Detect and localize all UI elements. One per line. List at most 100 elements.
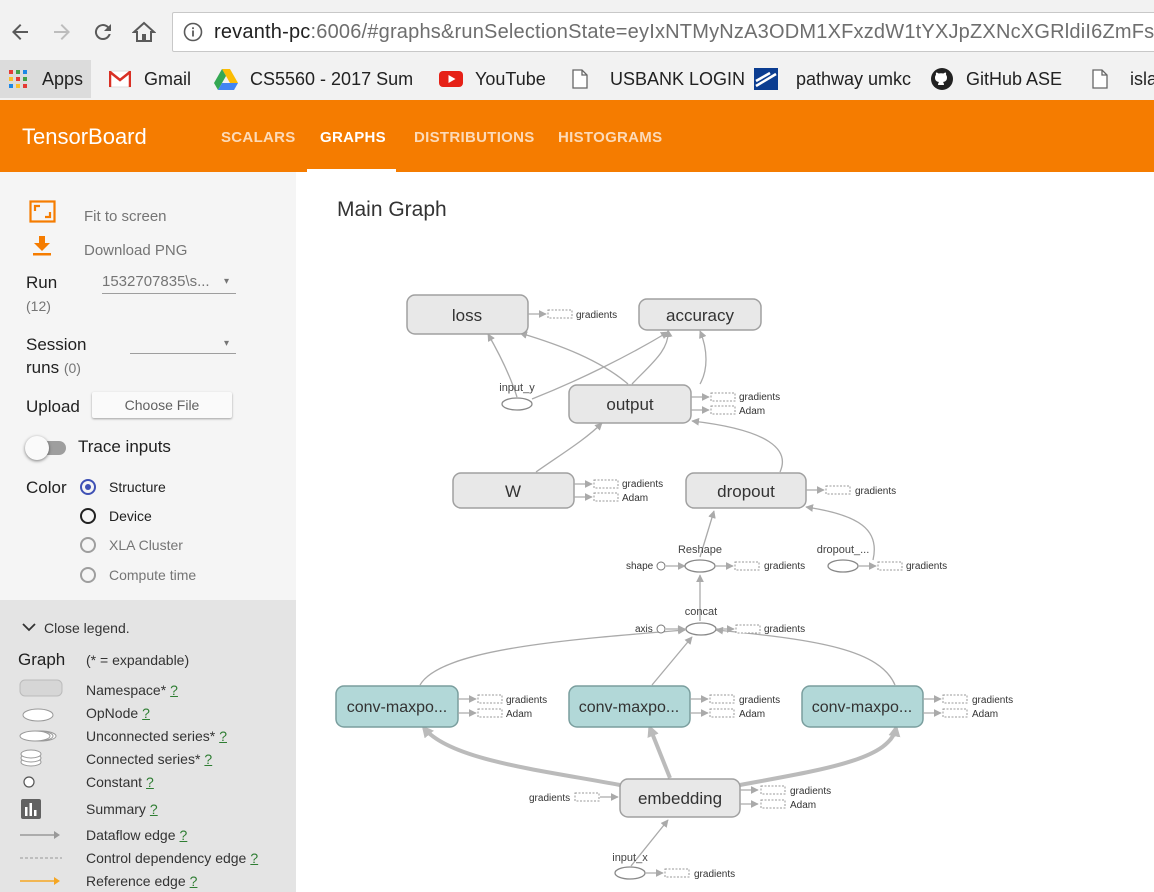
- bookmark-label: islab: [1130, 68, 1154, 89]
- node-conv3-box[interactable]: [801, 685, 924, 728]
- legend-item-connected-series: Connected series*?: [86, 751, 212, 767]
- help-link[interactable]: ?: [179, 827, 188, 843]
- tab-scalars[interactable]: SCALARS: [221, 129, 296, 146]
- back-button[interactable]: [6, 18, 34, 46]
- node-output-label: output: [606, 395, 654, 414]
- node-embedding[interactable]: embedding: [619, 778, 741, 818]
- node-accuracy[interactable]: accuracy: [638, 298, 762, 331]
- help-link[interactable]: ?: [189, 873, 198, 889]
- const-axis[interactable]: axis: [635, 624, 666, 635]
- color-option-xla-cluster[interactable]: XLA Cluster: [109, 537, 183, 553]
- op-reshape[interactable]: Reshape: [678, 544, 722, 573]
- help-link[interactable]: ?: [204, 751, 213, 767]
- color-option-compute-time[interactable]: Compute time: [109, 567, 197, 583]
- node-conv-maxpool-2[interactable]: conv-maxpo...: [568, 685, 691, 728]
- tab-histograms[interactable]: HISTOGRAMS: [558, 129, 663, 146]
- node-dropout-label: dropout: [717, 482, 775, 501]
- node-conv-maxpool-1[interactable]: conv-maxpo...: [335, 685, 459, 728]
- node-w-box[interactable]: [452, 472, 575, 509]
- chevron-down-icon[interactable]: ▾: [224, 338, 230, 349]
- legend-item-namespace: Namespace*?: [86, 682, 178, 698]
- node-embedding-box[interactable]: [619, 778, 741, 818]
- op-dropout-keep[interactable]: dropout_...: [817, 544, 870, 573]
- bookmark-github[interactable]: GitHub ASE: [930, 60, 1062, 98]
- node-w[interactable]: W: [452, 472, 575, 509]
- edge-output-accuracy-2: [699, 330, 707, 385]
- op-input-y-shape[interactable]: [501, 397, 533, 411]
- toggle-knob[interactable]: [25, 436, 49, 460]
- legend-item-summary: Summary?: [86, 801, 158, 817]
- aux-label: gradients: [529, 793, 570, 804]
- help-link[interactable]: ?: [250, 850, 259, 866]
- op-reshape-shape[interactable]: [684, 559, 716, 573]
- fit-screen-icon[interactable]: [29, 200, 57, 224]
- bookmark-cs5560[interactable]: CS5560 - 2017 Summ: [214, 60, 414, 98]
- node-conv1-label: conv-maxpo...: [347, 699, 447, 716]
- help-link[interactable]: ?: [170, 682, 178, 698]
- help-link[interactable]: ?: [146, 774, 154, 790]
- download-icon[interactable]: [32, 235, 52, 257]
- node-output-box[interactable]: [568, 384, 692, 424]
- legend-label: Control dependency edge: [86, 850, 247, 866]
- op-input-x-label: input_x: [612, 852, 648, 864]
- app-title: TensorBoard: [22, 124, 147, 149]
- op-input-y[interactable]: input_y: [499, 382, 535, 411]
- address-bar[interactable]: revanth-pc:6006/#graphs&runSelectionStat…: [172, 12, 1154, 52]
- radio-device[interactable]: [80, 508, 96, 524]
- node-output[interactable]: output: [568, 384, 692, 424]
- run-select[interactable]: 1532707835\s...: [102, 273, 210, 290]
- op-dropout-keep-shape[interactable]: [827, 559, 859, 573]
- bookmark-label: CS5560 - 2017 Summ: [250, 68, 414, 89]
- color-option-structure[interactable]: Structure: [109, 479, 166, 495]
- node-accuracy-box[interactable]: [638, 298, 762, 331]
- const-axis-dot[interactable]: [656, 624, 666, 634]
- session-select[interactable]: [130, 353, 236, 354]
- node-dropout[interactable]: dropout: [685, 472, 807, 509]
- tab-graphs[interactable]: GRAPHS: [320, 129, 386, 146]
- radio-structure[interactable]: [80, 479, 96, 495]
- help-link[interactable]: ?: [149, 801, 158, 817]
- bookmark-islab[interactable]: islab: [1088, 60, 1154, 98]
- choose-file-button[interactable]: Choose File: [92, 392, 232, 418]
- radio-xla-cluster[interactable]: [80, 537, 96, 553]
- url-text: revanth-pc:6006/#graphs&runSelectionStat…: [214, 21, 1154, 44]
- upload-label: Upload: [26, 397, 80, 416]
- const-shape[interactable]: shape: [626, 561, 666, 572]
- radio-compute-time[interactable]: [80, 567, 96, 583]
- chevron-down-icon[interactable]: [22, 622, 36, 632]
- bookmark-pathway[interactable]: pathway umkc: [754, 60, 911, 98]
- tab-distributions[interactable]: DISTRIBUTIONS: [414, 129, 535, 146]
- page-icon: [568, 67, 592, 91]
- help-link[interactable]: ?: [142, 705, 150, 721]
- op-input-x-shape[interactable]: [614, 866, 646, 880]
- op-concat-shape[interactable]: [685, 622, 717, 636]
- op-input-x[interactable]: input_x: [612, 852, 648, 880]
- op-reshape-label: Reshape: [678, 544, 722, 556]
- node-conv-maxpool-3[interactable]: conv-maxpo...: [801, 685, 924, 728]
- node-conv1-box[interactable]: [335, 685, 459, 728]
- close-legend-button[interactable]: Close legend.: [44, 620, 130, 636]
- download-png-button[interactable]: Download PNG: [84, 242, 188, 259]
- session-runs-label: runs (0): [26, 358, 81, 378]
- node-embedding-label: embedding: [638, 789, 722, 808]
- graph-canvas[interactable]: loss accuracy output W dropout conv-maxp…: [296, 172, 1154, 892]
- graph-edges: [419, 329, 901, 867]
- reload-button[interactable]: [89, 18, 117, 46]
- aux-label: Adam: [739, 406, 765, 417]
- bookmark-gmail[interactable]: Gmail: [108, 60, 191, 98]
- forward-button[interactable]: [48, 18, 76, 46]
- bookmark-apps[interactable]: Apps: [0, 60, 92, 98]
- arrow-right-icon: [54, 24, 70, 40]
- node-conv2-box[interactable]: [568, 685, 691, 728]
- fit-to-screen-button[interactable]: Fit to screen: [84, 208, 167, 225]
- session-count: (0): [63, 360, 81, 376]
- const-shape-dot[interactable]: [656, 561, 666, 571]
- umkc-logo-icon: [754, 67, 778, 91]
- home-button[interactable]: [130, 18, 158, 46]
- bookmark-usbank[interactable]: USBANK LOGIN: [568, 60, 745, 98]
- color-option-device[interactable]: Device: [109, 508, 152, 524]
- node-loss[interactable]: loss: [406, 294, 529, 335]
- help-link[interactable]: ?: [219, 728, 227, 744]
- op-concat[interactable]: concat: [685, 606, 717, 636]
- bookmark-youtube[interactable]: YouTube: [439, 60, 546, 98]
